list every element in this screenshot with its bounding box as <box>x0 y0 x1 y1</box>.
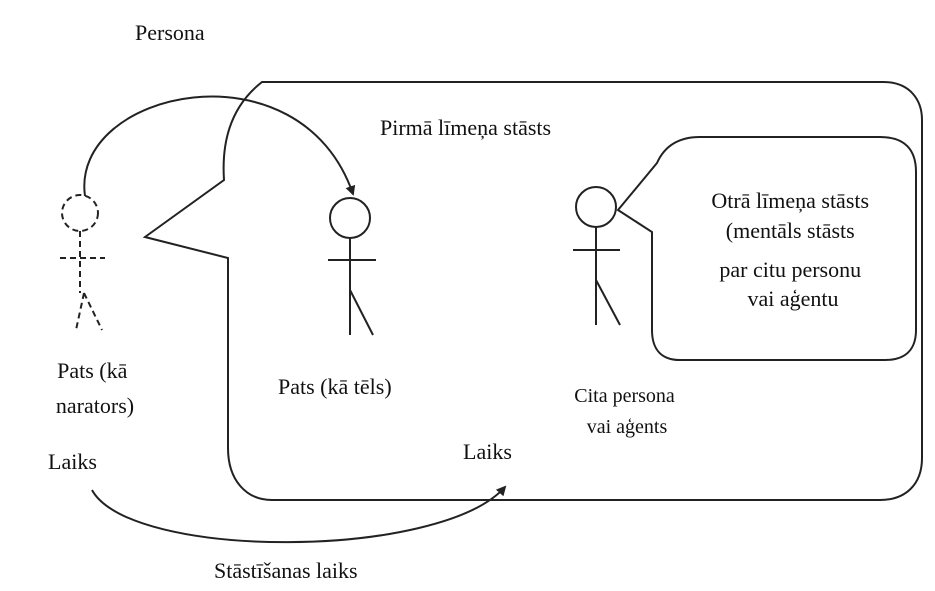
self-narrator-line-1: Pats (kā <box>57 358 128 383</box>
second-level-story-label: Otrā līmeņa stāsts (mentāls stāsts par c… <box>711 188 874 311</box>
second-level-line-1: Otrā līmeņa stāsts <box>711 188 869 213</box>
persona-arrow <box>83 95 356 197</box>
other-person-leg <box>595 279 621 326</box>
character-leg <box>349 289 374 336</box>
narrator-left-leg <box>75 292 85 331</box>
self-character-label: Pats (kā tēls) <box>278 374 392 399</box>
character-figure <box>328 197 376 336</box>
second-level-story-bubble <box>616 136 917 361</box>
narrator-figure <box>60 194 105 331</box>
second-level-line-4: vai aģentu <box>747 286 838 311</box>
narrator-head <box>61 194 99 232</box>
other-person-line-2: vai aģents <box>587 416 668 438</box>
second-level-line-3: par citu personu <box>719 257 861 282</box>
persona-label: Persona <box>135 20 205 45</box>
narrating-time-arrow <box>91 485 507 544</box>
other-person-head <box>575 186 617 228</box>
self-narrator-line-2: narators) <box>56 393 134 418</box>
character-head <box>329 197 371 239</box>
other-person-figure <box>573 186 621 326</box>
other-person-line-1: Cita persona <box>574 385 675 407</box>
first-level-story-bubble <box>142 81 923 501</box>
time-right-label: Laiks <box>463 439 512 464</box>
second-level-line-2: (mentāls stāsts <box>726 218 855 243</box>
time-left-label: Laiks <box>48 449 97 474</box>
first-level-story-label: Pirmā līmeņa stāsts <box>380 115 551 140</box>
narrator-right-leg <box>83 292 103 331</box>
other-person-label: Cita persona vai aģents <box>574 385 680 438</box>
self-narrator-label: Pats (kā narators) <box>56 358 134 418</box>
narrating-time-label: Stāstīšanas laiks <box>214 558 358 583</box>
